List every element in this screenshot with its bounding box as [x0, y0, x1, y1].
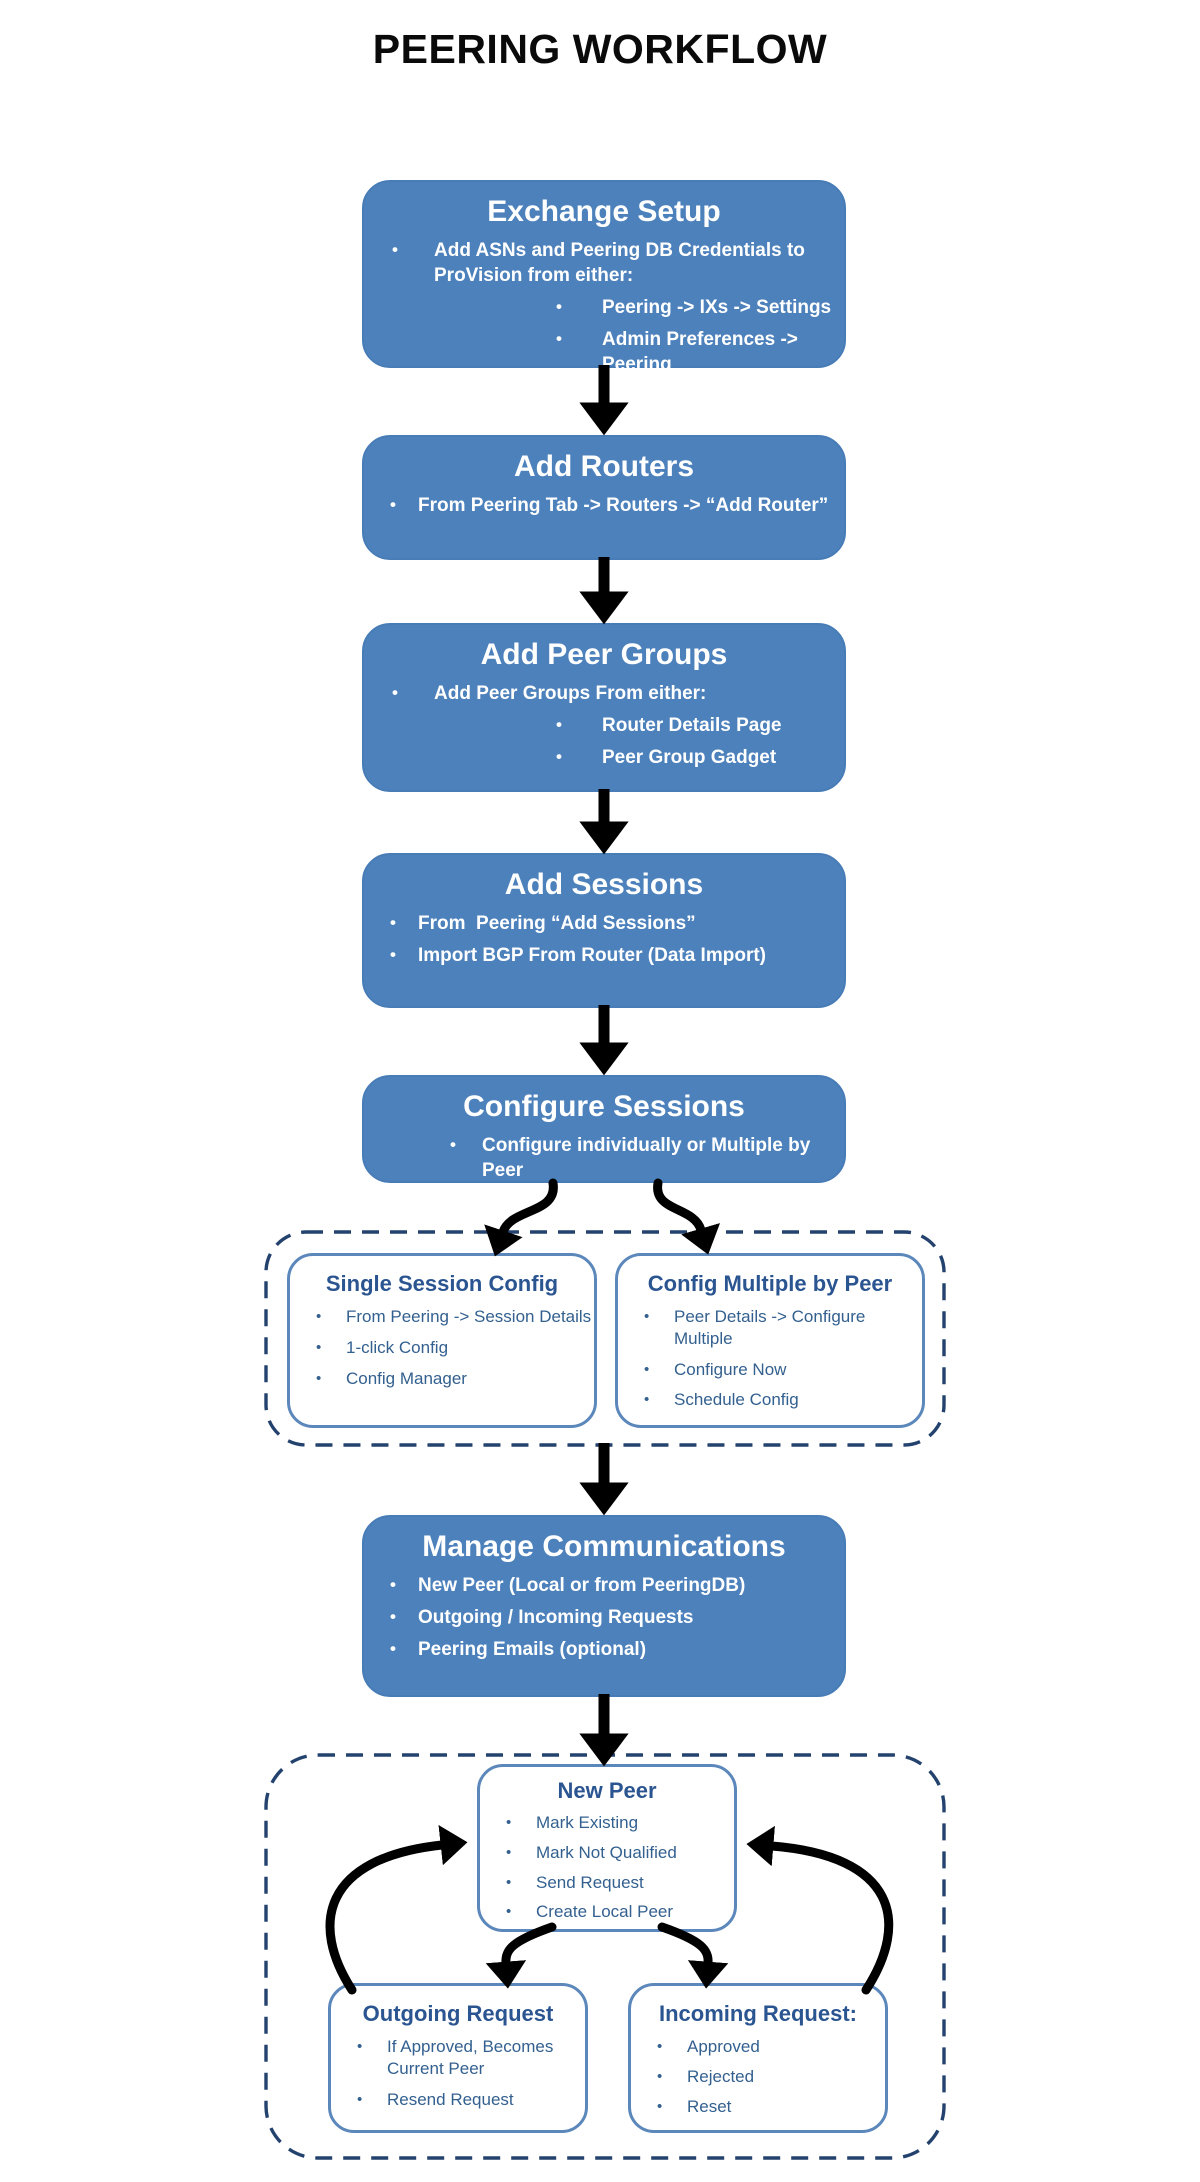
bullet-icon: • [390, 945, 396, 965]
bullet-icon: • [556, 715, 562, 735]
bullet-icon: • [357, 2038, 363, 2055]
bullet-icon: • [556, 329, 562, 349]
node-title: Single Session Config [325, 1271, 559, 1296]
bullet-item: • From Peering -> Session Details [316, 1307, 592, 1326]
node-add-peer-groups: Add Peer Groups • Add Peer Groups From e… [362, 623, 846, 792]
node-incoming-request: Incoming Request: • Approved • Rejected … [628, 1983, 888, 2133]
bullet-icon: • [390, 1575, 396, 1594]
curved-arrow-new-peer-to-outgoing [485, 1922, 557, 1989]
bullet-icon: • [316, 1308, 322, 1325]
bullet-item: • Send Request [506, 1872, 644, 1892]
bullet-icon: • [556, 747, 562, 767]
node-single-session-config: Single Session Config • From Peering -> … [287, 1253, 597, 1428]
bullet-icon: • [316, 1369, 322, 1387]
bullet-item: • Peering -> IXs -> Settings [556, 297, 832, 319]
bullet-item: • Peer Details -> Configure Multiple [644, 1307, 871, 1348]
curved-arrow-configure-to-single [484, 1178, 558, 1257]
bullet-item: • Resend Request [357, 2089, 514, 2109]
bullet-item: • Import BGP From Router (Data Import) [390, 945, 766, 967]
node-add-sessions: Add Sessions • From Peering “Add Session… [362, 853, 846, 1008]
bullet-icon: • [392, 683, 398, 702]
node-title: Add Routers [514, 450, 694, 483]
bullet-item: • Mark Not Qualified [506, 1842, 677, 1862]
bullet-item: • Peering Emails (optional) [390, 1639, 647, 1661]
bullet-icon: • [506, 1903, 512, 1921]
node-title: Outgoing Request [362, 2001, 554, 2026]
node-title: Exchange Setup [487, 195, 721, 228]
bullet-item: • From Peering Tab -> Routers -> “Add Ro… [390, 495, 829, 516]
bullet-item: • Outgoing / Incoming Requests [390, 1607, 694, 1629]
page-title: PEERING WORKFLOW [372, 26, 828, 72]
curved-arrow-new-peer-to-incoming [657, 1922, 729, 1989]
bullet-item: • Peer Group Gadget [556, 747, 777, 769]
bullet-item: • Add ASNs and Peering DB Credentials to… [392, 240, 811, 287]
bullet-item: • Admin Preferences -> Peering [556, 329, 804, 376]
bullet-icon: • [644, 1308, 650, 1325]
curved-arrow-incoming-to-new-peer [746, 1825, 894, 1995]
bullet-item: • Configure individually or Multiple by … [450, 1135, 816, 1182]
node-title: Incoming Request: [658, 2001, 857, 2026]
bullet-item: • Approved [657, 2037, 760, 2056]
bullet-item: • Configure Now [644, 1359, 787, 1379]
node-title: New Peer [557, 1778, 657, 1803]
node-title: Configure Sessions [463, 1090, 745, 1123]
bullet-item: • Schedule Config [644, 1390, 799, 1410]
bullet-item: • If Approved, Becomes Current Peer [357, 2037, 559, 2078]
bullet-icon: • [644, 1391, 650, 1409]
node-config-multiple-by-peer: Config Multiple by Peer • Peer Details -… [615, 1253, 925, 1428]
bullet-icon: • [506, 1814, 512, 1831]
node-title: Add Sessions [504, 868, 704, 901]
bullet-item: • Create Local Peer [506, 1902, 674, 1922]
bullet-item: • 1-click Config [316, 1337, 449, 1357]
bullet-icon: • [556, 297, 562, 317]
node-configure-sessions: Configure Sessions • Configure individua… [362, 1075, 846, 1183]
node-new-peer: New Peer • Mark Existing • Mark Not Qual… [477, 1764, 737, 1932]
bullet-icon: • [357, 2090, 363, 2108]
bullet-icon: • [392, 240, 398, 259]
bullet-item: • Reset [657, 2096, 732, 2116]
node-title: Config Multiple by Peer [647, 1271, 893, 1296]
bullet-icon: • [390, 913, 396, 932]
bullet-icon: • [450, 1135, 456, 1154]
bullet-icon: • [390, 495, 396, 514]
bullet-item: • New Peer (Local or from PeeringDB) [390, 1575, 746, 1596]
node-manage-communications: Manage Communications • New Peer (Local … [362, 1515, 846, 1697]
bullet-icon: • [506, 1873, 512, 1891]
bullet-icon: • [657, 2038, 663, 2055]
node-exchange-setup: Exchange Setup • Add ASNs and Peering DB… [362, 180, 846, 375]
bullet-icon: • [657, 2067, 663, 2085]
bullet-item: • Rejected [657, 2066, 755, 2086]
bullet-icon: • [390, 1607, 396, 1627]
curved-arrow-configure-to-multiple [653, 1178, 721, 1255]
node-title: Add Peer Groups [480, 638, 728, 671]
bullet-icon: • [506, 1843, 512, 1861]
curved-arrow-outgoing-to-new-peer [325, 1825, 468, 1995]
bullet-icon: • [644, 1360, 650, 1378]
node-title: Manage Communications [422, 1530, 786, 1563]
bullet-item: • Config Manager [316, 1368, 467, 1388]
bullet-icon: • [390, 1639, 396, 1659]
bullet-icon: • [657, 2097, 663, 2115]
node-add-routers: Add Routers • From Peering Tab -> Router… [362, 435, 846, 560]
bullet-item: • Router Details Page [556, 715, 782, 737]
bullet-icon: • [316, 1338, 322, 1356]
node-outgoing-request: Outgoing Request • If Approved, Becomes … [328, 1983, 588, 2133]
bullet-item: • From Peering “Add Sessions” [390, 913, 696, 934]
bullet-item: • Add Peer Groups From either: [392, 683, 707, 704]
bullet-item: • Mark Existing [506, 1813, 639, 1832]
